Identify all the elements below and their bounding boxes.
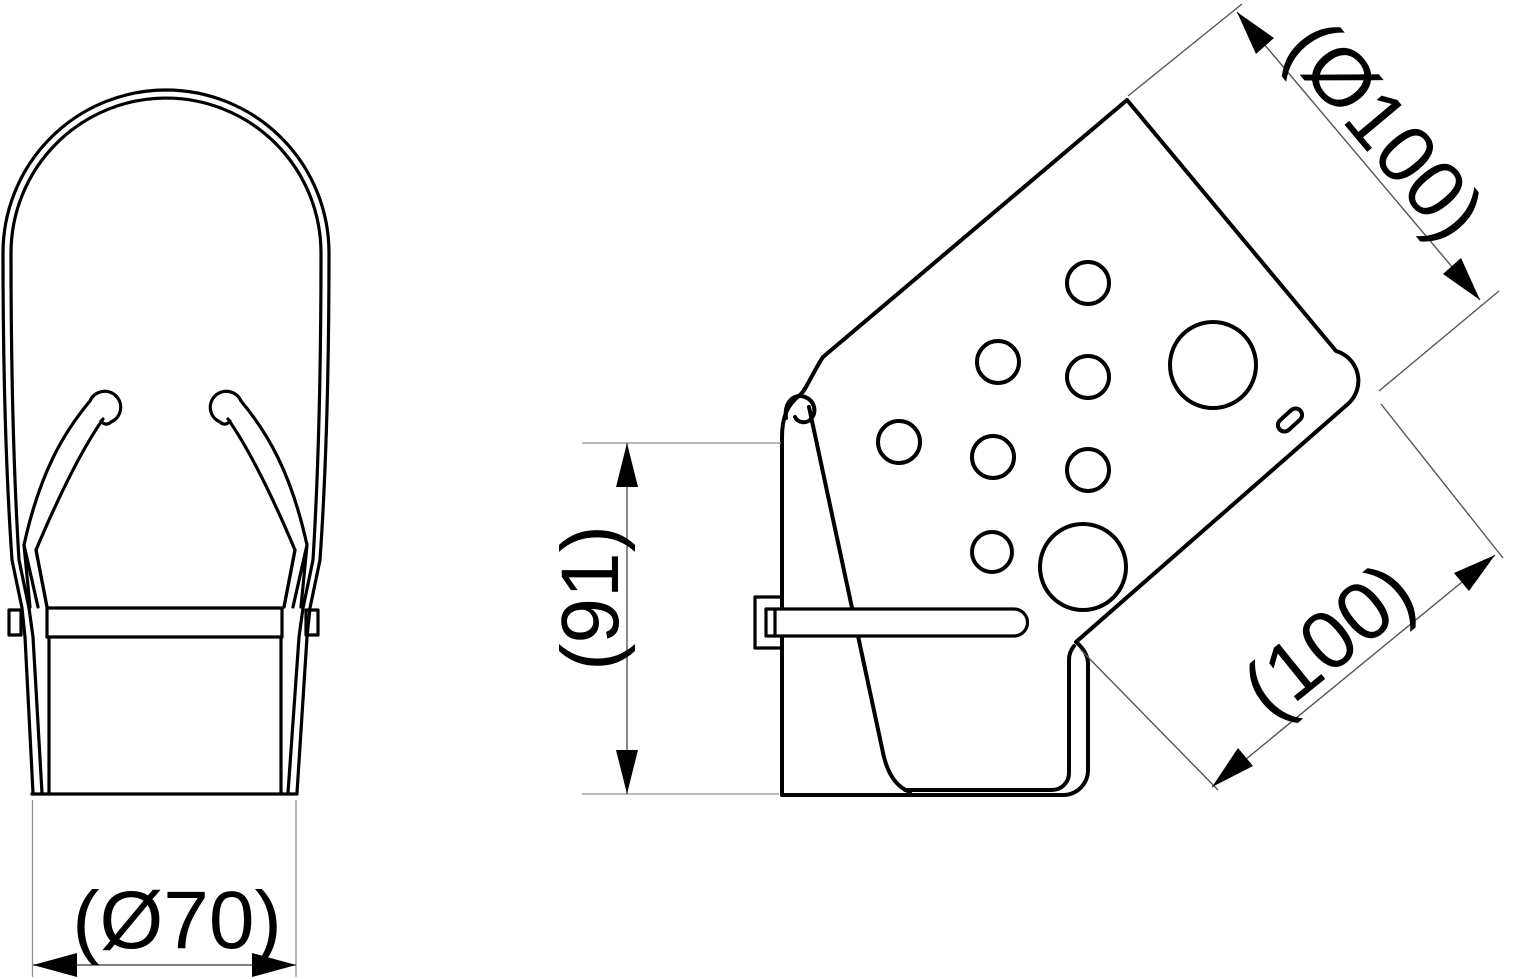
- handle-bar: [764, 607, 1030, 638]
- dimension-label-height-91: (91): [545, 525, 636, 671]
- front-left-ear-inner: [34, 417, 105, 609]
- dim91-arrow-bottom: [616, 750, 638, 794]
- dim70-extension-lines: [31, 800, 297, 977]
- dimension-label-diameter-100: (Ø100): [1268, 3, 1502, 257]
- rim-slot: [1275, 406, 1305, 434]
- dimension-label-offset-100: (100): [1226, 545, 1432, 736]
- front-view: (Ø70): [1, 88, 331, 977]
- dim100-arrow-upper: [1454, 555, 1495, 591]
- dim70-arrow-left: [33, 953, 77, 977]
- hole-small-4: [876, 419, 922, 465]
- hole-small-7: [970, 530, 1014, 574]
- front-sleeve-edges: [47, 635, 283, 795]
- side-cone-edge: [807, 405, 912, 794]
- side-curl: [783, 394, 817, 425]
- front-clamp-tab-right: [304, 608, 320, 637]
- front-right-ear-outer: [208, 389, 309, 547]
- dim100d-extension-lines: [1127, 3, 1500, 392]
- front-right-ear-fan: [282, 543, 309, 609]
- hole-large-2: [1038, 522, 1128, 612]
- dim100d-arrow-bottom: [1443, 258, 1480, 300]
- hole-small-5: [970, 434, 1016, 480]
- front-inner-shell: [9, 96, 323, 795]
- dim100d-line: [1236, 11, 1481, 301]
- dim100-line: [1211, 554, 1496, 788]
- side-inner-wall: [903, 644, 1076, 792]
- hole-small-6: [1065, 447, 1111, 493]
- front-clamp-band: [45, 606, 284, 639]
- dim70-arrow-right: [252, 953, 296, 977]
- dimension-label-diameter-70: (Ø70): [72, 875, 282, 966]
- hole-small-1: [1065, 260, 1111, 306]
- front-left-ear-outer: [22, 389, 123, 547]
- side-view: (91) (Ø100) (100): [545, 3, 1504, 797]
- front-right-ear-inner: [226, 417, 297, 609]
- dim100d-arrow-top: [1237, 12, 1274, 54]
- hole-small-3: [1065, 354, 1111, 400]
- dim100-arrow-lower: [1212, 748, 1253, 787]
- dim100-extension-lines: [1080, 403, 1504, 791]
- front-clamp-tab-left: [7, 608, 23, 637]
- front-outer-shell: [1, 88, 331, 795]
- hole-large-1: [1168, 320, 1258, 410]
- dim91-arrow-top: [616, 443, 638, 487]
- front-left-ear-fan: [22, 543, 49, 609]
- hole-small-2: [975, 339, 1021, 385]
- dim91-extension-lines: [582, 442, 781, 795]
